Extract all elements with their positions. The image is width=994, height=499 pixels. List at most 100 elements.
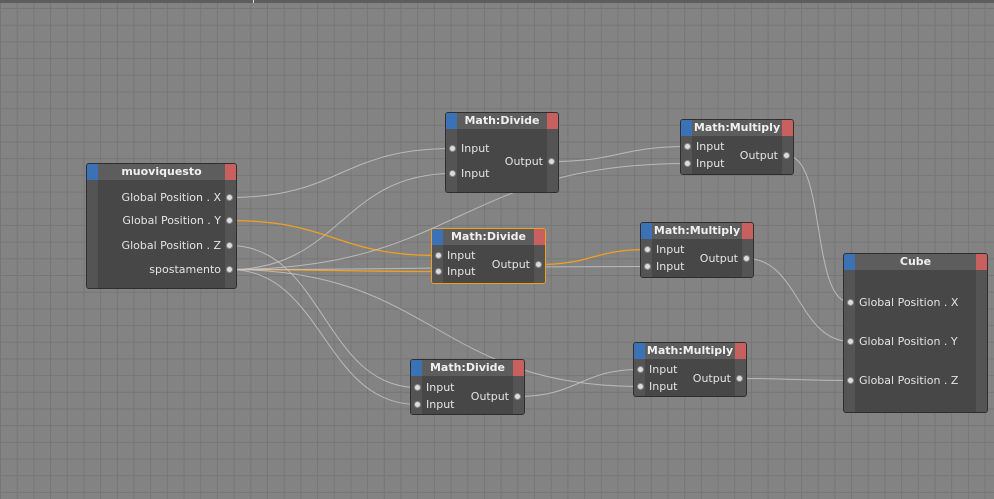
connection-wire[interactable]	[229, 173, 453, 270]
connection-wire[interactable]	[551, 146, 688, 162]
port-connector-icon[interactable]	[637, 366, 644, 373]
port-connector-icon[interactable]	[644, 246, 651, 253]
connection-wire[interactable]	[786, 155, 851, 303]
port-label: Input	[426, 398, 455, 411]
port-label: Global Position . Y	[859, 335, 958, 348]
port-connector-icon[interactable]	[535, 261, 542, 268]
input-port[interactable]: Input	[414, 381, 454, 395]
input-port[interactable]: Input	[644, 243, 684, 257]
input-ports-toggle[interactable]	[641, 223, 652, 239]
port-connector-icon[interactable]	[435, 252, 442, 259]
output-ports-toggle[interactable]	[225, 164, 236, 180]
port-connector-icon[interactable]	[226, 217, 233, 224]
input-ports-toggle[interactable]	[844, 254, 855, 270]
selected-connection-wire[interactable]	[229, 219, 439, 257]
connection-wire[interactable]	[746, 258, 851, 342]
port-connector-icon[interactable]	[226, 194, 233, 201]
output-port[interactable]: Global Position . Z	[122, 239, 233, 253]
output-ports-toggle[interactable]	[735, 343, 746, 359]
output-ports-toggle[interactable]	[513, 360, 524, 376]
port-connector-icon[interactable]	[644, 263, 651, 270]
selected-connection-wire[interactable]	[229, 268, 439, 273]
input-port[interactable]: Input	[435, 265, 475, 279]
input-ports-toggle[interactable]	[432, 229, 443, 245]
node-header[interactable]: Cube	[844, 254, 987, 270]
output-port[interactable]: Output	[693, 372, 743, 386]
connection-wire[interactable]	[739, 378, 851, 381]
input-ports-toggle[interactable]	[446, 113, 457, 129]
port-label: Input	[656, 243, 685, 256]
port-connector-icon[interactable]	[847, 377, 854, 384]
port-connector-icon[interactable]	[684, 143, 691, 150]
connection-wire[interactable]	[517, 369, 641, 397]
input-port[interactable]: Global Position . X	[847, 296, 958, 310]
node-title: Math:Multiply	[646, 344, 734, 357]
input-ports-toggle[interactable]	[87, 164, 98, 180]
port-connector-icon[interactable]	[847, 299, 854, 306]
port-connector-icon[interactable]	[637, 383, 644, 390]
connection-wire[interactable]	[229, 269, 418, 405]
port-connector-icon[interactable]	[514, 393, 521, 400]
output-port[interactable]: Output	[492, 258, 542, 272]
output-ports-toggle[interactable]	[534, 229, 545, 245]
port-connector-icon[interactable]	[226, 266, 233, 273]
output-ports-toggle[interactable]	[976, 254, 987, 270]
port-connector-icon[interactable]	[226, 242, 233, 249]
input-port[interactable]: Input	[637, 363, 677, 377]
output-port[interactable]: Global Position . X	[122, 191, 233, 205]
node-header[interactable]: muoviquesto	[87, 164, 236, 180]
input-port[interactable]: Input	[435, 249, 475, 263]
port-connector-icon[interactable]	[783, 152, 790, 159]
output-port[interactable]: Output	[700, 252, 750, 266]
port-label: Input	[447, 265, 476, 278]
port-connector-icon[interactable]	[743, 255, 750, 262]
node-header[interactable]: Math:Multiply	[634, 343, 746, 359]
port-label: Input	[461, 142, 490, 155]
connection-wire[interactable]	[229, 245, 418, 388]
connection-wire[interactable]	[229, 148, 453, 198]
port-connector-icon[interactable]	[548, 158, 555, 165]
port-connector-icon[interactable]	[449, 145, 456, 152]
selected-connection-wire[interactable]	[538, 248, 648, 266]
output-port[interactable]: Output	[740, 149, 790, 163]
output-ports-toggle[interactable]	[782, 120, 793, 136]
output-ports-toggle[interactable]	[742, 223, 753, 239]
output-port[interactable]: Global Position . Y	[122, 214, 233, 228]
input-port[interactable]: Input	[684, 157, 724, 171]
input-ports-toggle[interactable]	[681, 120, 692, 136]
output-port[interactable]: Output	[505, 155, 555, 169]
output-ports-toggle[interactable]	[547, 113, 558, 129]
input-port[interactable]: Global Position . Y	[847, 335, 958, 349]
input-port[interactable]: Input	[449, 142, 489, 156]
input-port[interactable]: Input	[414, 398, 454, 412]
input-port[interactable]: Global Position . Z	[847, 374, 958, 388]
node-header[interactable]: Math:Divide	[446, 113, 558, 129]
input-port[interactable]: Input	[449, 167, 489, 181]
node-header[interactable]: Math:Divide	[411, 360, 524, 376]
input-ports-toggle[interactable]	[634, 343, 645, 359]
port-connector-icon[interactable]	[414, 401, 421, 408]
port-connector-icon[interactable]	[414, 384, 421, 391]
input-port[interactable]: Input	[684, 140, 724, 154]
node-header[interactable]: Math:Multiply	[681, 120, 793, 136]
input-port[interactable]: Input	[644, 260, 684, 274]
port-connector-icon[interactable]	[449, 170, 456, 177]
output-port[interactable]: spostamento	[149, 263, 233, 277]
port-connector-icon[interactable]	[684, 160, 691, 167]
port-connector-icon[interactable]	[847, 338, 854, 345]
port-connector-icon[interactable]	[435, 268, 442, 275]
node-header[interactable]: Math:Multiply	[641, 223, 753, 239]
input-ports-toggle[interactable]	[411, 360, 422, 376]
node-header[interactable]: Math:Divide	[432, 229, 545, 245]
input-port[interactable]: Input	[637, 380, 677, 394]
port-connector-icon[interactable]	[736, 375, 743, 382]
output-port[interactable]: Output	[471, 390, 521, 404]
